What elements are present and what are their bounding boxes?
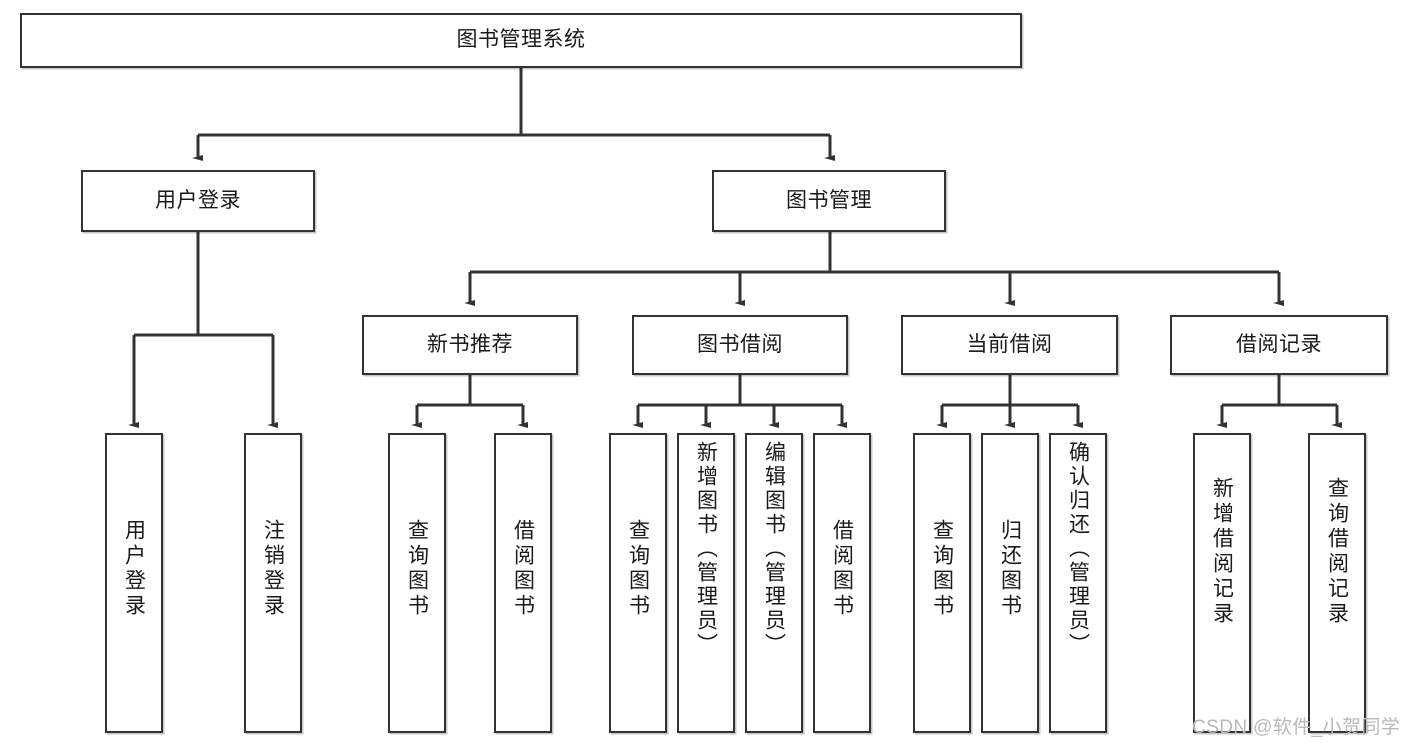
leaf-record-query-record[interactable]: 查询借阅记录 bbox=[1308, 433, 1366, 733]
node-book-management-label: 图书管理 bbox=[786, 188, 872, 212]
node-book-borrow-label: 图书借阅 bbox=[697, 332, 783, 356]
node-user-login-label: 用户登录 bbox=[155, 188, 241, 212]
node-borrow-record-label: 借阅记录 bbox=[1236, 332, 1322, 356]
node-user-login[interactable]: 用户登录 bbox=[81, 170, 315, 232]
node-new-book-recommend-label: 新书推荐 bbox=[427, 332, 513, 356]
leaf-borrow-add-book-admin-label: 新增图书（管理员） bbox=[694, 441, 718, 657]
leaf-borrow-borrow-book-label: 借阅图书 bbox=[830, 519, 854, 619]
node-new-book-recommend[interactable]: 新书推荐 bbox=[362, 315, 578, 375]
node-current-borrow[interactable]: 当前借阅 bbox=[901, 315, 1118, 375]
leaf-current-return-book[interactable]: 归还图书 bbox=[981, 433, 1039, 733]
node-book-management[interactable]: 图书管理 bbox=[712, 170, 946, 232]
watermark-text: CSDN @软件_小贺同学 bbox=[1192, 717, 1401, 738]
node-book-borrow[interactable]: 图书借阅 bbox=[632, 315, 848, 375]
node-borrow-record[interactable]: 借阅记录 bbox=[1170, 315, 1388, 375]
leaf-recommend-borrow-book[interactable]: 借阅图书 bbox=[494, 433, 552, 733]
leaf-current-return-book-label: 归还图书 bbox=[998, 519, 1022, 619]
leaf-record-add-record[interactable]: 新增借阅记录 bbox=[1193, 433, 1251, 733]
leaf-record-add-record-label: 新增借阅记录 bbox=[1210, 477, 1234, 627]
leaf-recommend-query-book-label: 查询图书 bbox=[405, 519, 429, 619]
leaf-current-query-book-label: 查询图书 bbox=[930, 519, 954, 619]
leaf-borrow-query-book-label: 查询图书 bbox=[626, 519, 650, 619]
node-root[interactable]: 图书管理系统 bbox=[20, 13, 1022, 68]
leaf-user-login-signin-label: 用户登录 bbox=[122, 519, 146, 619]
node-current-borrow-label: 当前借阅 bbox=[966, 332, 1053, 356]
leaf-user-login-signout[interactable]: 注销登录 bbox=[244, 433, 302, 733]
leaf-user-login-signin[interactable]: 用户登录 bbox=[105, 433, 163, 733]
node-root-label: 图书管理系统 bbox=[456, 28, 586, 52]
leaf-current-confirm-return-admin[interactable]: 确认归还（管理员） bbox=[1049, 433, 1107, 733]
leaf-borrow-edit-book-admin[interactable]: 编辑图书（管理员） bbox=[745, 433, 803, 733]
leaf-borrow-edit-book-admin-label: 编辑图书（管理员） bbox=[762, 441, 786, 657]
leaf-current-confirm-return-admin-label: 确认归还（管理员） bbox=[1066, 441, 1090, 657]
leaf-borrow-query-book[interactable]: 查询图书 bbox=[609, 433, 667, 733]
leaf-current-query-book[interactable]: 查询图书 bbox=[913, 433, 971, 733]
leaf-user-login-signout-label: 注销登录 bbox=[261, 519, 285, 619]
leaf-borrow-borrow-book[interactable]: 借阅图书 bbox=[813, 433, 871, 733]
leaf-recommend-query-book[interactable]: 查询图书 bbox=[388, 433, 446, 733]
leaf-borrow-add-book-admin[interactable]: 新增图书（管理员） bbox=[677, 433, 735, 733]
leaf-recommend-borrow-book-label: 借阅图书 bbox=[511, 519, 535, 619]
leaf-record-query-record-label: 查询借阅记录 bbox=[1325, 477, 1349, 627]
